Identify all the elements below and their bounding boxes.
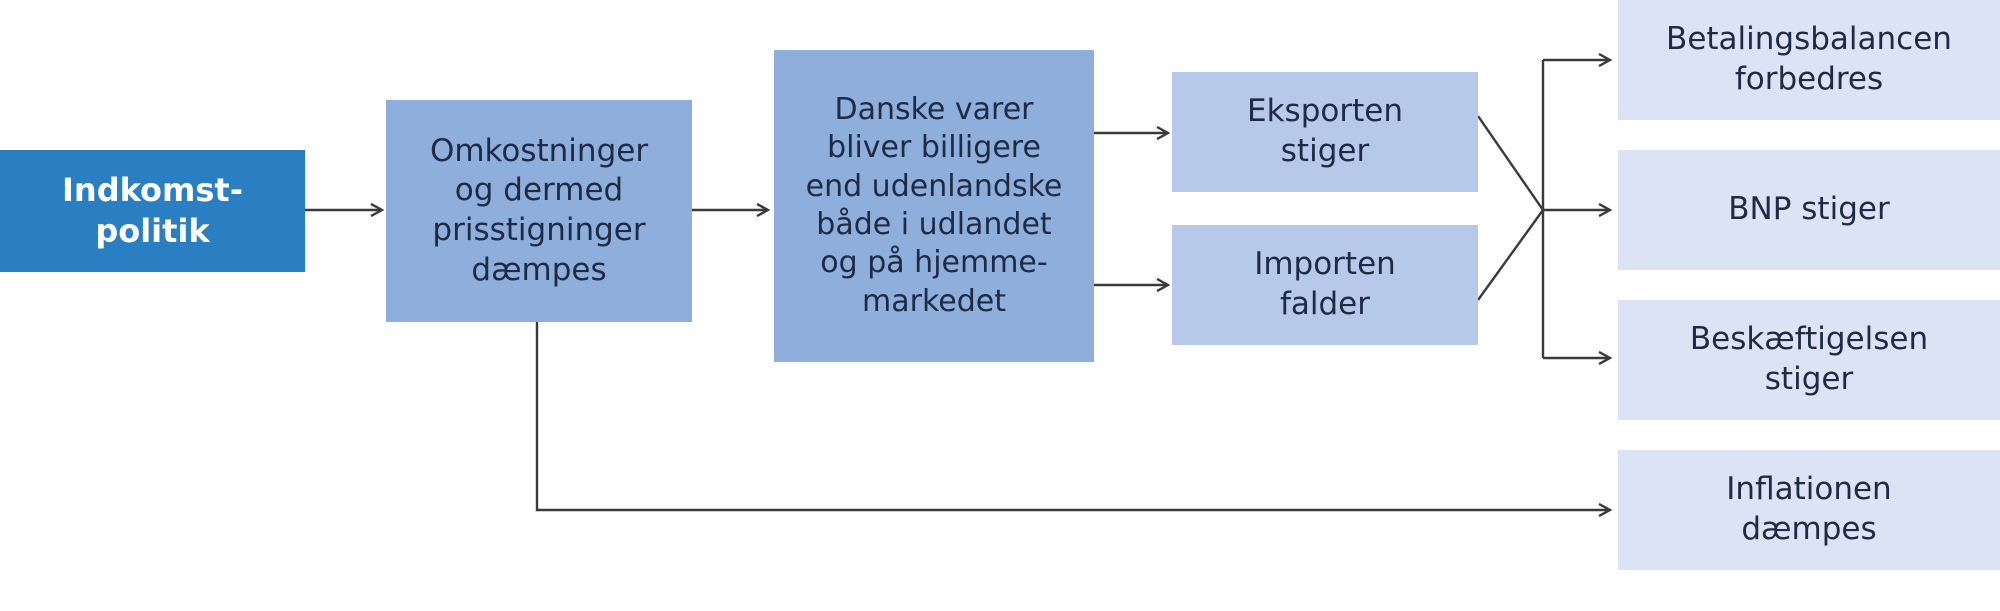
exports-box: Eksporten stiger: [1172, 72, 1478, 192]
costs-box: Omkostninger og dermed prisstigninger dæ…: [386, 100, 692, 322]
income-policy-label: Indkomst- politik: [62, 171, 243, 250]
connector-imports-to-junction: [1477, 209, 1544, 301]
employment-box: Beskæftigelsen stiger: [1618, 300, 2000, 420]
gdp-box: BNP stiger: [1618, 150, 2000, 270]
imports-label: Importen falder: [1254, 246, 1396, 322]
employment-label: Beskæftigelsen stiger: [1689, 321, 1929, 397]
inflation-label: Inflationen dæmpes: [1726, 471, 1892, 547]
danish-goods-box: Danske varer bliver billigere end udenla…: [774, 50, 1094, 362]
danish-goods-label: Danske varer bliver billigere end udenla…: [805, 91, 1063, 319]
gdp-label: BNP stiger: [1728, 191, 1890, 228]
arrow-costs-to-inflation: [535, 322, 1610, 510]
income-policy-box: Indkomst- politik: [0, 150, 305, 272]
imports-box: Importen falder: [1172, 225, 1478, 345]
costs-label: Omkostninger og dermed prisstigninger dæ…: [429, 132, 649, 288]
balance-box: Betalingsbalancen forbedres: [1618, 0, 2000, 120]
connector-exports-to-junction: [1477, 115, 1544, 211]
balance-label: Betalingsbalancen forbedres: [1666, 21, 1952, 97]
inflation-box: Inflationen dæmpes: [1618, 450, 2000, 570]
exports-label: Eksporten stiger: [1247, 93, 1403, 169]
